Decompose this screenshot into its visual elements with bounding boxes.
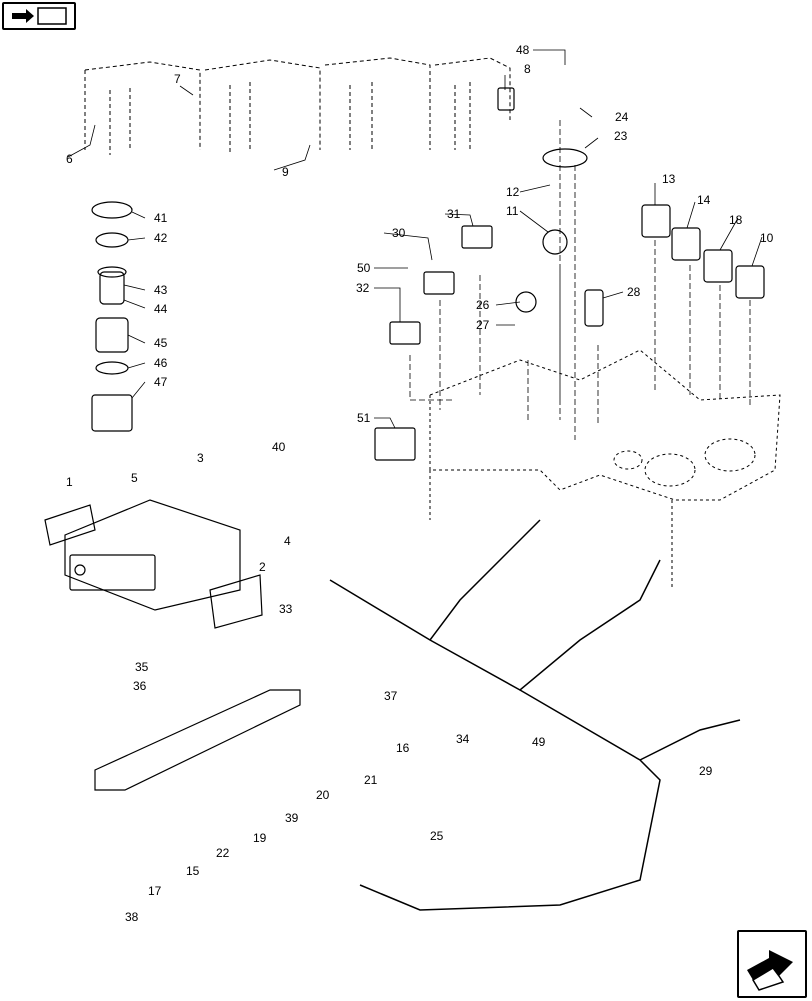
callout-6: 6 [66,152,73,166]
previous-page-button[interactable] [2,2,76,30]
callout-36: 36 [133,679,147,693]
callout-28: 28 [627,285,641,299]
dashboard-panel-views [84,57,511,155]
callout-29: 29 [699,764,713,778]
switch-modules [374,87,765,461]
leader-lines [409,120,751,440]
callout-39: 39 [285,811,299,825]
callout-32: 32 [356,281,370,295]
callout-1: 1 [66,475,73,489]
callout-11: 11 [506,204,519,218]
callout-40: 40 [272,440,286,454]
lighter-socket-stack [91,201,133,432]
callout-5: 5 [131,471,138,485]
callout-10: 10 [760,231,774,245]
callout-47: 47 [154,375,168,389]
callout-4: 4 [284,534,291,548]
callout-12: 12 [506,185,520,199]
next-page-button[interactable] [737,930,807,998]
callout-26: 26 [476,298,490,312]
callout-17: 17 [148,884,162,898]
callout-22: 22 [216,846,230,860]
cab-floor-outline [429,349,781,590]
callout-21: 21 [364,773,378,787]
callout-7: 7 [174,72,181,86]
callout-24: 24 [615,110,629,124]
forward-arrow-icon [747,950,793,991]
callout-2: 2 [259,560,266,574]
callout-34: 34 [456,732,470,746]
callout-33: 33 [279,602,293,616]
callout-8: 8 [524,62,531,76]
callout-49: 49 [532,735,546,749]
callout-45: 45 [154,336,168,350]
callout-27: 27 [476,318,490,332]
callout-31: 31 [447,207,461,221]
callout-9: 9 [282,165,289,179]
callout-18: 18 [729,213,743,227]
callout-38: 38 [125,910,139,924]
callout-16: 16 [396,741,410,755]
callout-19: 19 [253,831,267,845]
callout-43: 43 [154,283,168,297]
callout-leaders [67,49,763,429]
radio-unit [44,499,263,629]
callout-46: 46 [154,356,168,370]
callout-42: 42 [154,231,168,245]
callout-41: 41 [154,211,168,225]
callout-13: 13 [662,172,676,186]
back-arrow-icon [12,7,67,25]
callout-48: 48 [516,43,530,57]
callout-14: 14 [697,193,711,207]
callout-44: 44 [154,302,168,316]
callout-51: 51 [357,411,371,425]
callout-20: 20 [316,788,330,802]
harness [329,519,741,911]
callout-35: 35 [135,660,149,674]
callout-30: 30 [392,226,406,240]
callout-3: 3 [197,451,204,465]
callout-37: 37 [384,689,398,703]
callout-labels: 1 2 3 4 5 6 7 8 9 10 11 12 13 14 15 16 1… [66,43,774,924]
callout-50: 50 [357,261,371,275]
callout-25: 25 [430,829,444,843]
switch-panel [94,689,301,791]
callout-23: 23 [614,129,628,143]
callout-15: 15 [186,864,200,878]
